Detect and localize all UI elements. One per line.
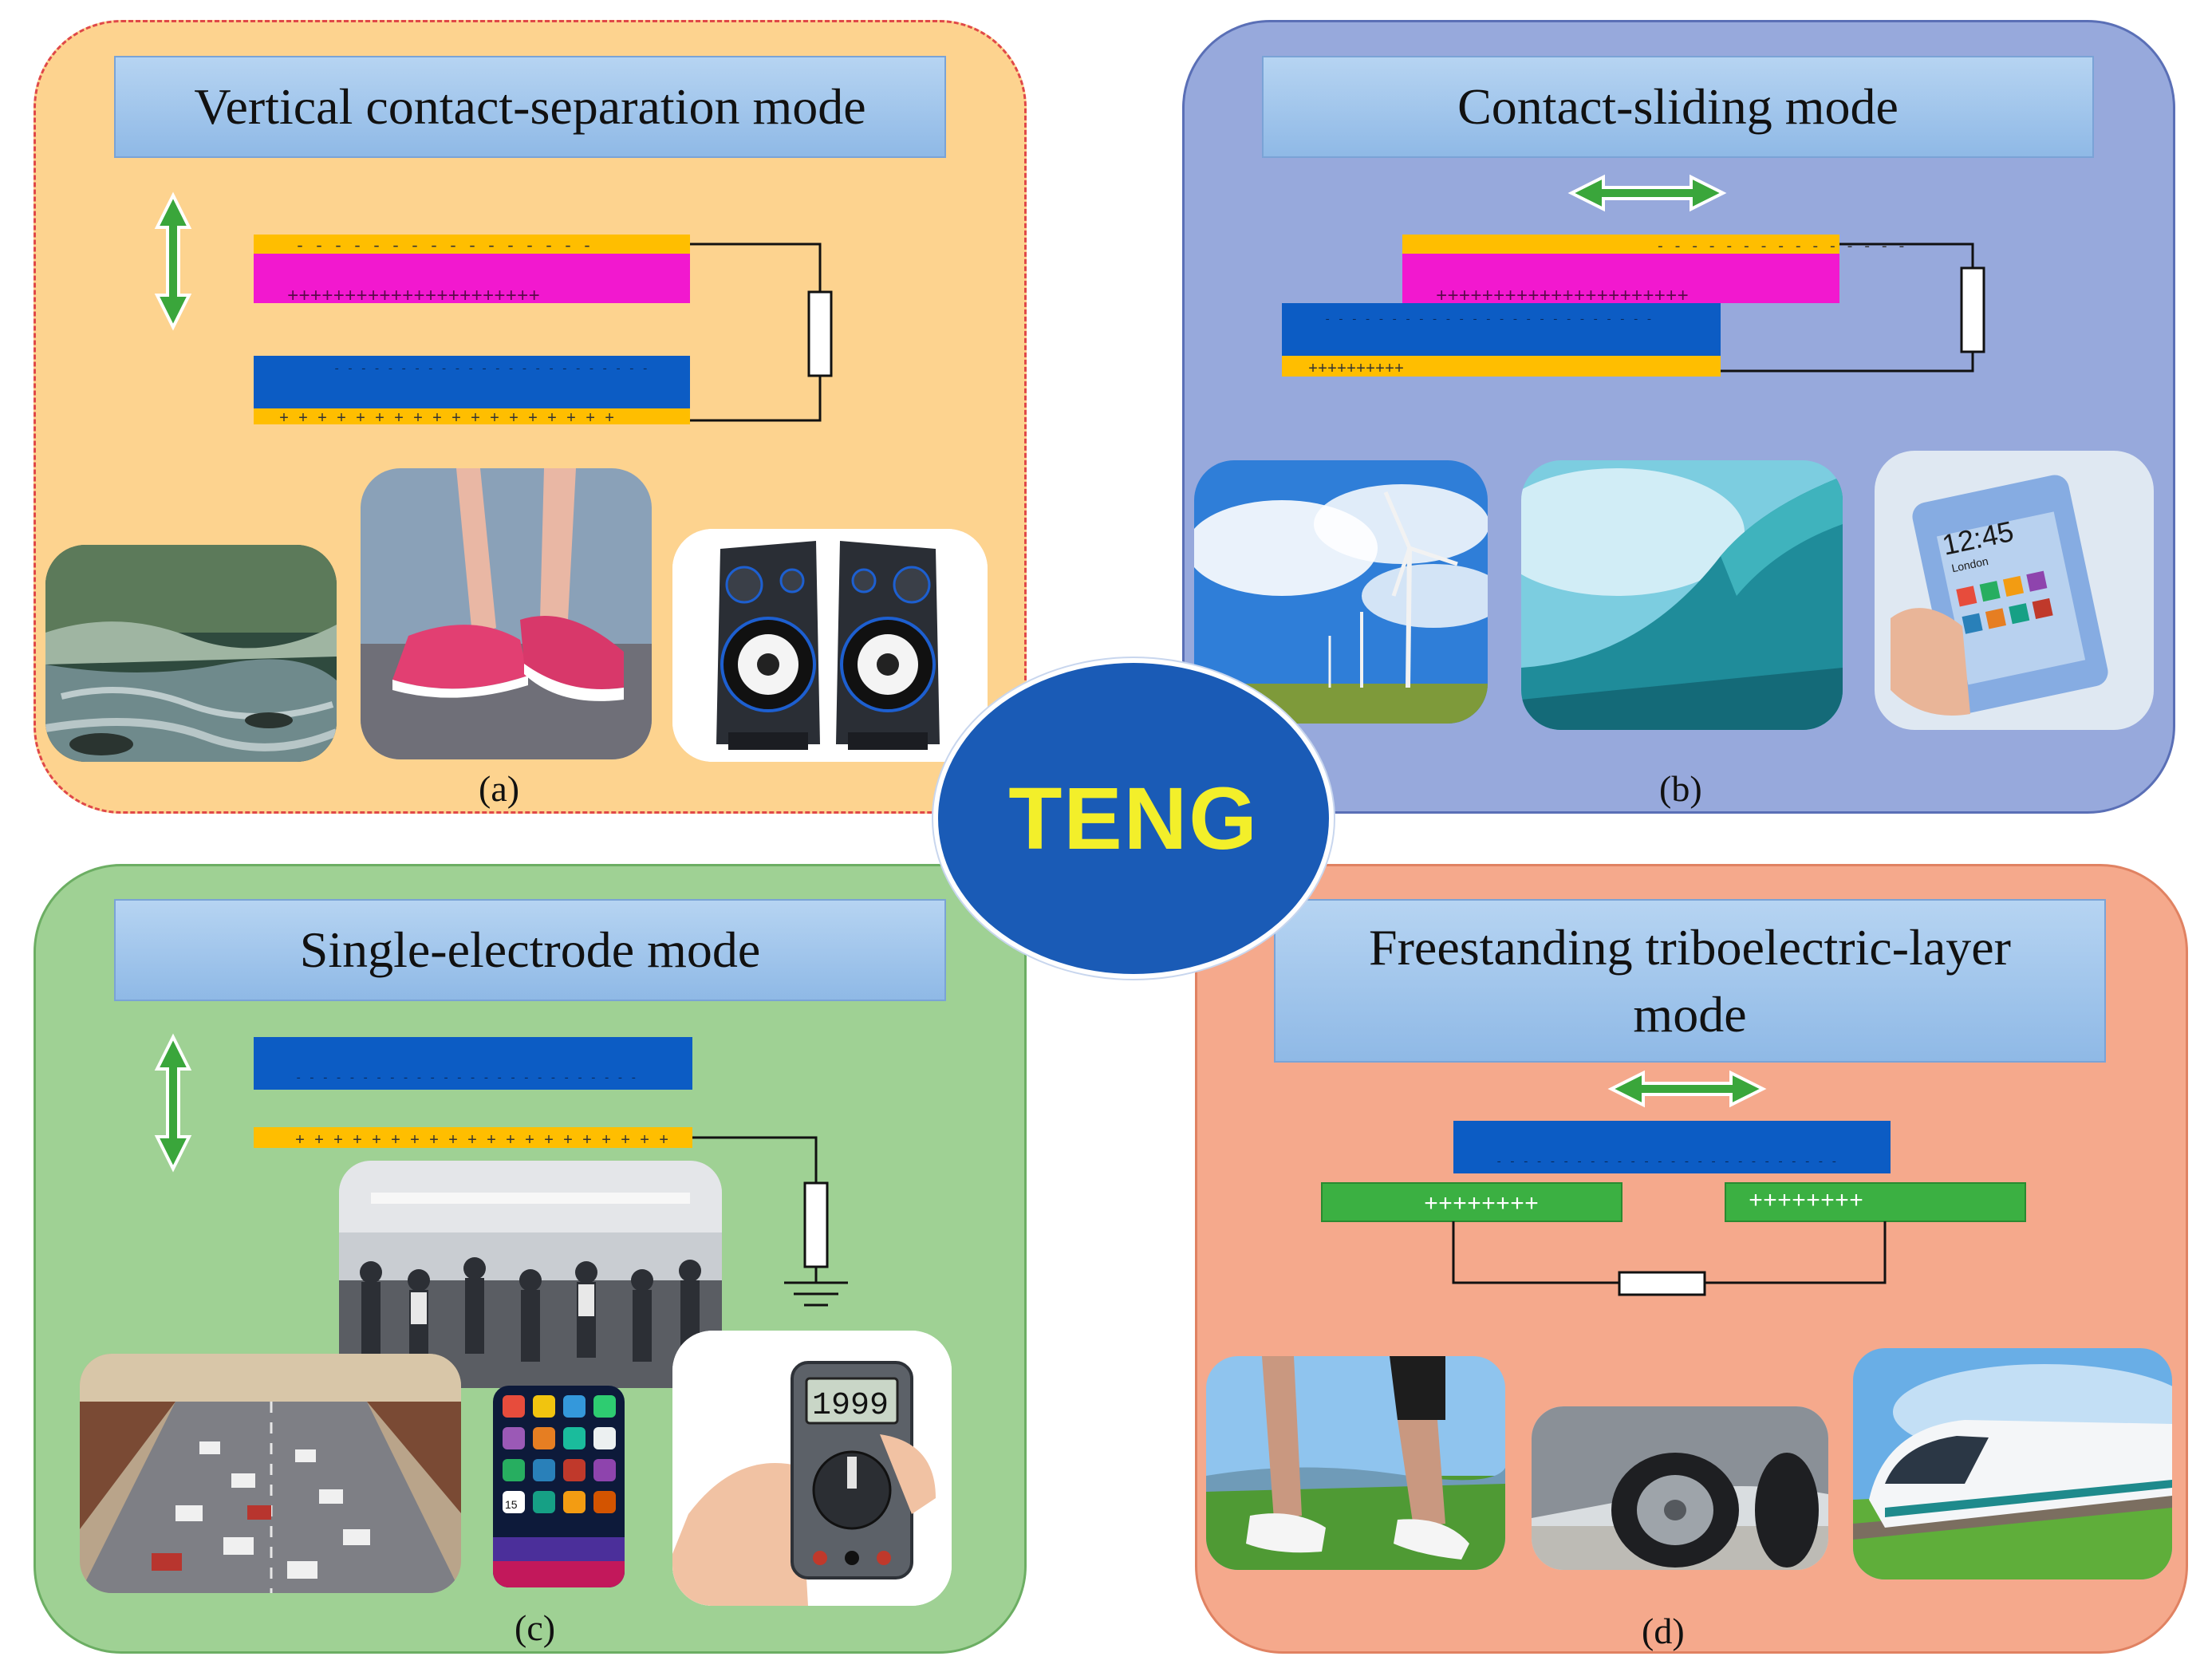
speakers-photo: [672, 529, 988, 762]
teng-label: TENG: [1008, 769, 1259, 868]
panel-a-caption: (a): [479, 768, 520, 809]
panel-d-caption: (d): [1642, 1611, 1685, 1651]
panel-d-title: Freestanding triboelectric-layer mode: [1274, 899, 2106, 1063]
highway-traffic-photo: [80, 1354, 461, 1593]
smartphone-photo: 12:45 London: [1875, 451, 2154, 730]
panel-a-title: Vertical contact-separation mode: [114, 56, 946, 158]
running-legs-photo: [1206, 1356, 1505, 1570]
panel-b-caption: (b): [1659, 768, 1702, 809]
multimeter-reading: 1999: [812, 1388, 889, 1424]
car-tire-photo: [1532, 1406, 1828, 1570]
running-shoes-photo: [361, 468, 652, 759]
panel-c-caption: (c): [515, 1607, 556, 1648]
phone-screen-photo: 15: [493, 1386, 625, 1587]
panel-c-title: Single-electrode mode: [114, 899, 946, 1001]
teng-center-badge: TENG: [933, 658, 1334, 979]
ocean-wave-photo: [1521, 460, 1843, 730]
river-stream-photo: [45, 545, 337, 762]
multimeter-photo: 1999: [672, 1331, 952, 1606]
high-speed-train-photo: [1853, 1348, 2172, 1579]
phone-c-number: 15: [505, 1498, 518, 1511]
panel-b-title: Contact-sliding mode: [1262, 56, 2094, 158]
